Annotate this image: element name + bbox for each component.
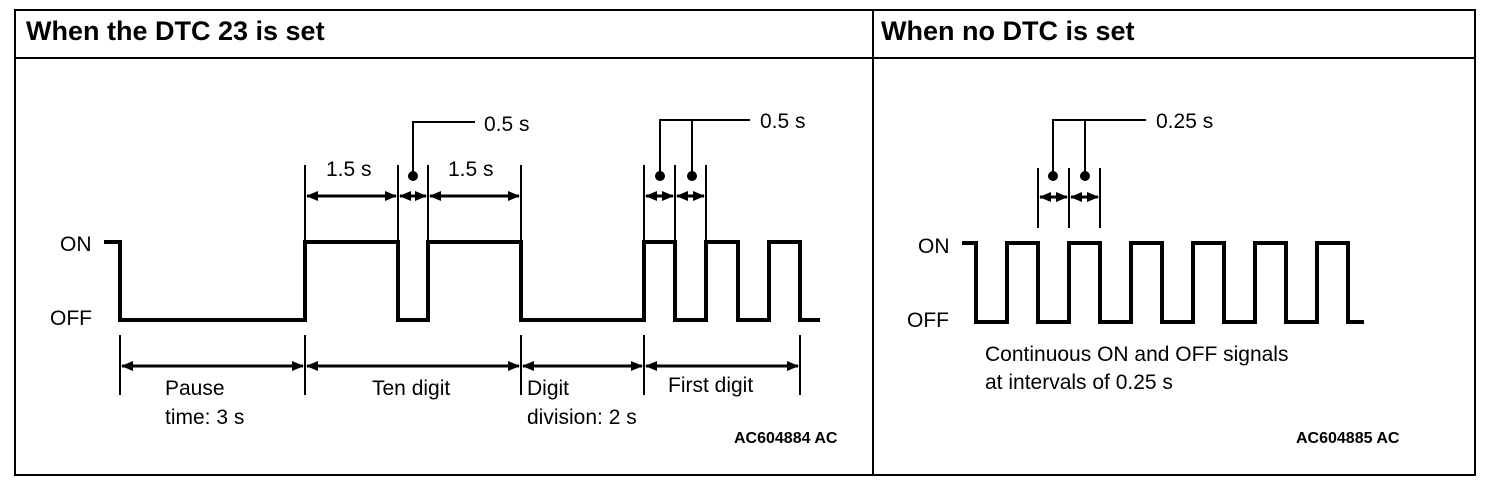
leader-line-0-5-a [412, 121, 475, 176]
left-panel-title: When the DTC 23 is set [26, 16, 325, 46]
digit-division-label-line2: division: 2 s [527, 406, 637, 429]
dim-label-0-5-a: 0.5 s [484, 113, 530, 136]
pause-label-line1: Pause [165, 377, 225, 400]
right-panel-title: When no DTC is set [881, 16, 1135, 46]
pause-label-line2: time: 3 s [165, 406, 244, 429]
on-label: ON [918, 235, 950, 258]
no-dtc-waveform [962, 241, 1364, 324]
dim-label-1-5-a: 1.5 s [326, 158, 372, 181]
description-line1: Continuous ON and OFF signals [985, 343, 1288, 366]
description-line2: at intervals of 0.25 s [985, 371, 1173, 394]
ten-digit-label: Ten digit [372, 377, 450, 400]
dim-label-0-5-b: 0.5 s [760, 110, 806, 133]
dim-label-1-5-b: 1.5 s [448, 158, 494, 181]
table-frame [14, 9, 1476, 476]
on-label: ON [60, 233, 92, 256]
dtc23-waveform [104, 240, 820, 322]
left-figure-code: AC604884 AC [734, 430, 838, 447]
dim-label-0-25: 0.25 s [1156, 110, 1213, 133]
digit-division-label-line1: Digit [527, 377, 569, 400]
off-label: OFF [907, 309, 949, 332]
first-digit-label: First digit [668, 374, 753, 397]
off-label: OFF [50, 307, 92, 330]
leader-line-0-25 [1052, 119, 1146, 176]
right-panel: ON OFF 0.25 s Continuous ON and OFF sign… [907, 110, 1400, 447]
leader-line-0-5-b [659, 119, 750, 176]
right-figure-code: AC604885 AC [1296, 430, 1400, 447]
left-panel: ON OFF 1.5 s 1.5 s 0.5 s 0.5 s [50, 110, 838, 447]
